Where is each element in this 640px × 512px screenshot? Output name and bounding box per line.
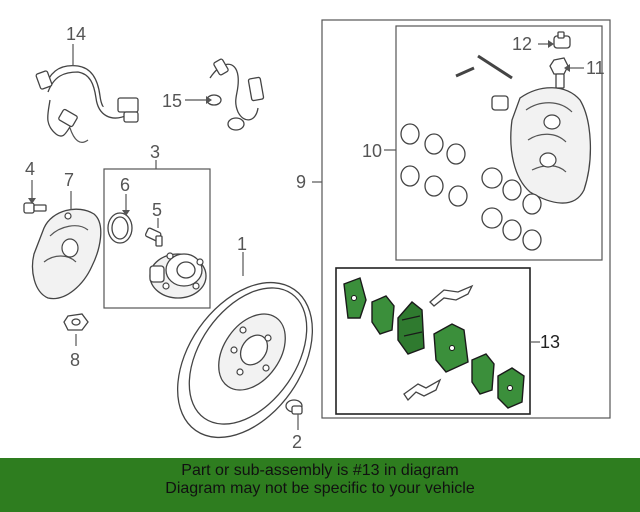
part-4-screw[interactable] <box>23 202 47 214</box>
callout-13: 13 <box>540 332 560 352</box>
part-hub-bearing[interactable] <box>149 252 207 299</box>
banner-line-2: Diagram may not be specific to your vehi… <box>165 480 475 497</box>
callout-6: 6 <box>120 175 130 195</box>
part-11-bleeder-screw[interactable] <box>549 57 569 89</box>
part-8-bolt[interactable] <box>63 313 89 331</box>
part-6-oring[interactable] <box>107 212 133 244</box>
callout-12: 12 <box>512 34 532 54</box>
part-15-sensor[interactable] <box>206 58 265 131</box>
callout-14: 14 <box>66 24 86 44</box>
callout-9: 9 <box>296 172 306 192</box>
info-banner: Part or sub-assembly is #13 in diagram D… <box>0 458 640 512</box>
banner-line-1: Part or sub-assembly is #13 in diagram <box>181 462 459 479</box>
assembly-3-box <box>103 168 211 309</box>
callout-3: 3 <box>150 142 160 162</box>
assembly-9-box <box>321 19 611 419</box>
part-10-caliper[interactable] <box>400 54 592 251</box>
callout-4: 4 <box>25 159 35 179</box>
callout-7: 7 <box>64 170 74 190</box>
assembly-10-box <box>395 25 603 261</box>
part-1-brake-disc[interactable] <box>150 257 340 458</box>
callout-5: 5 <box>152 200 162 220</box>
part-13-brake-pad-set[interactable] <box>343 277 525 409</box>
part-7-dust-shield[interactable] <box>31 208 102 300</box>
part-2-screw[interactable] <box>285 399 303 415</box>
callout-10: 10 <box>362 141 382 161</box>
part-12-bleeder-cap[interactable] <box>553 31 571 49</box>
parts-diagram: 14 15 3 6 5 4 <box>23 19 611 458</box>
callout-15: 15 <box>162 91 182 111</box>
assembly-13-box <box>335 267 531 415</box>
callout-11: 11 <box>586 58 605 78</box>
callout-1: 1 <box>237 234 247 254</box>
part-5-bolt[interactable] <box>144 227 163 247</box>
callout-2: 2 <box>292 432 302 452</box>
callout-8: 8 <box>70 350 80 370</box>
part-14-brake-hose[interactable] <box>35 64 139 143</box>
